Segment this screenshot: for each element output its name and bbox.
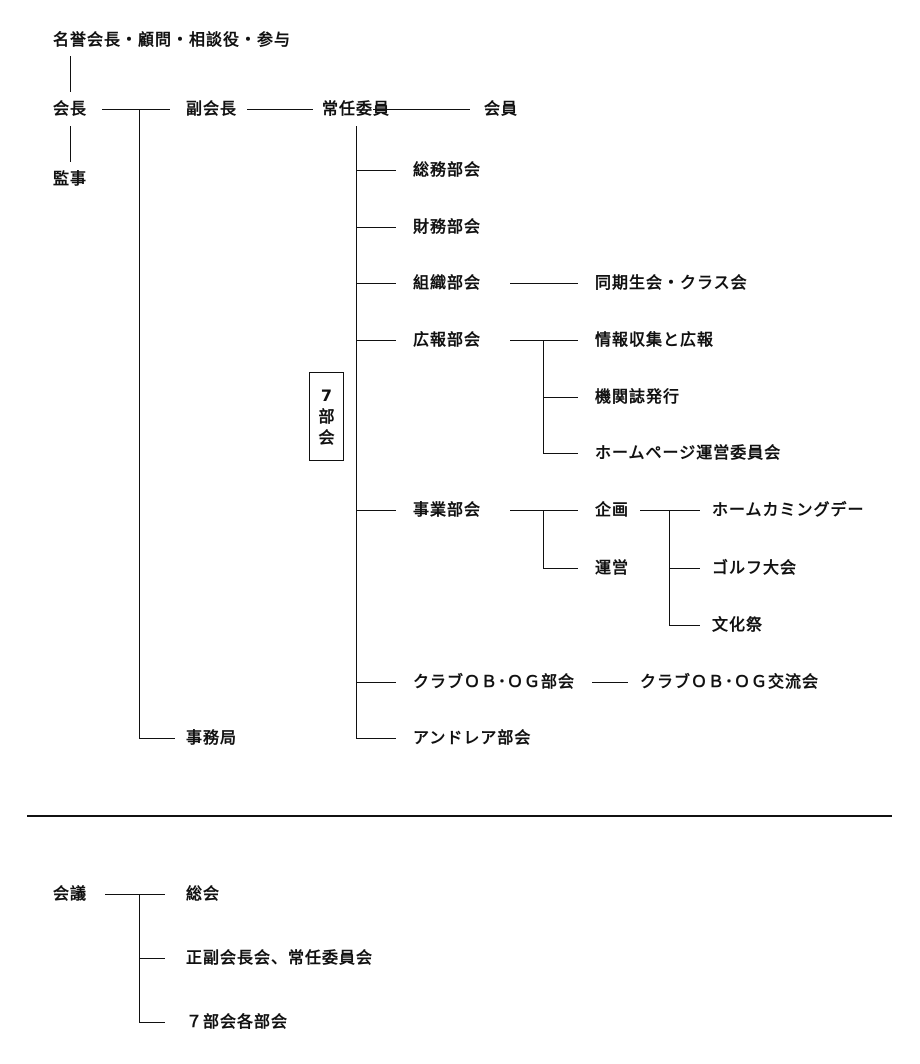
members-label: 会員	[484, 99, 519, 118]
connector-line	[356, 170, 396, 171]
connector-line	[105, 894, 165, 895]
culture-festival: 文化祭	[712, 615, 764, 634]
connector-line	[543, 340, 544, 453]
connector-line	[510, 340, 578, 341]
honorary-positions-label: 名誉会長・顧問・相談役・参与	[53, 30, 292, 49]
meeting-divisions: ７部会各部会	[186, 1012, 289, 1031]
connector-line	[70, 126, 71, 162]
alumni-class-reunion: 同期生会・クラス会	[595, 273, 748, 292]
golf-tournament: ゴルフ大会	[712, 558, 798, 577]
pr-bulletin: 機関誌発行	[595, 387, 681, 406]
connector-line	[543, 397, 578, 398]
connector-line	[139, 738, 175, 739]
connector-line	[356, 227, 396, 228]
events-operations: 運営	[595, 558, 630, 577]
secretariat-label: 事務局	[186, 728, 238, 747]
connector-line	[247, 109, 313, 110]
connector-line	[102, 109, 170, 110]
connector-line	[510, 283, 578, 284]
seven-divisions-char: 会	[318, 428, 335, 447]
connector-line	[356, 126, 357, 738]
standing-committee-label: 常任委員	[322, 99, 391, 118]
connector-line	[356, 510, 396, 511]
president-label: 会長	[53, 99, 88, 118]
connector-line	[139, 109, 140, 738]
homecoming-day: ホームカミングデー	[712, 500, 865, 519]
division-andrea: アンドレア部会	[413, 728, 532, 747]
section-divider	[27, 815, 892, 817]
connector-line	[356, 738, 396, 739]
connector-line	[669, 625, 700, 626]
auditor-label: 監事	[53, 169, 88, 188]
division-organization: 組織部会	[413, 273, 482, 292]
connector-line	[543, 568, 578, 569]
vice-president-label: 副会長	[186, 99, 238, 118]
connector-line	[356, 682, 396, 683]
division-public-relations: 広報部会	[413, 330, 482, 349]
events-planning: 企画	[595, 500, 630, 519]
connector-line	[510, 510, 578, 511]
connector-line	[543, 453, 578, 454]
connector-line	[139, 1022, 165, 1023]
seven-divisions-char: 7	[320, 386, 333, 405]
connector-line	[640, 510, 700, 511]
pr-website-committee: ホームページ運営委員会	[595, 443, 782, 462]
connector-line	[543, 510, 544, 568]
meeting-officers: 正副会長会、常任委員会	[186, 948, 374, 967]
connector-line	[356, 283, 396, 284]
connector-line	[373, 109, 470, 110]
connector-line	[139, 958, 165, 959]
pr-info-gathering: 情報収集と広報	[595, 330, 715, 349]
connector-line	[356, 340, 396, 341]
connector-line	[669, 568, 700, 569]
club-ob-og-exchange: クラブＯＢ･ＯＧ交流会	[640, 672, 820, 691]
connector-line	[592, 682, 628, 683]
seven-divisions-box: 7 部 会	[309, 372, 344, 461]
meeting-general-assembly: 総会	[186, 884, 221, 903]
connector-line	[669, 510, 670, 625]
connector-line	[70, 56, 71, 92]
division-club-ob-og: クラブＯＢ･ＯＧ部会	[413, 672, 576, 691]
division-general-affairs: 総務部会	[413, 160, 482, 179]
division-events: 事業部会	[413, 500, 482, 519]
division-finance: 財務部会	[413, 217, 482, 236]
meetings-label: 会議	[53, 884, 88, 903]
seven-divisions-char: 部	[318, 407, 335, 426]
